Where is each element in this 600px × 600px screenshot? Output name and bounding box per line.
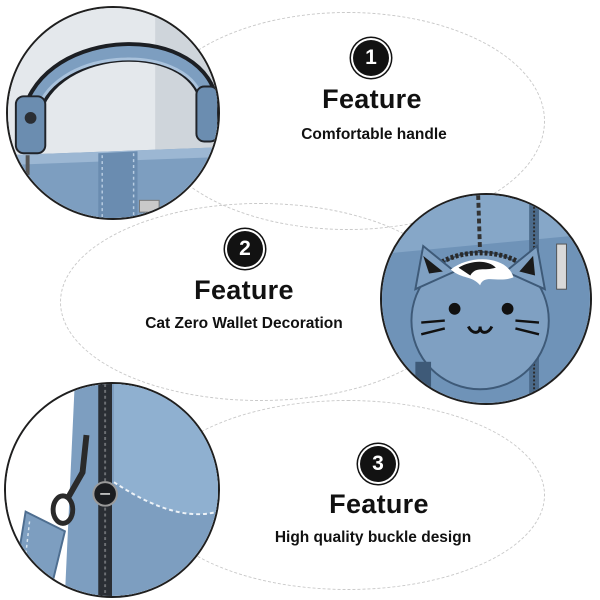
bag-handle-photo-icon <box>8 8 218 218</box>
feature-3-title: Feature <box>329 489 429 519</box>
feature-2-subtitle: Cat Zero Wallet Decoration <box>145 315 343 332</box>
feature-1-number-badge: 1 <box>353 40 389 76</box>
feature-2-number-badge: 2 <box>227 231 263 267</box>
feature-2-title: Feature <box>194 275 294 305</box>
feature-3-photo <box>4 382 220 598</box>
feature-1-title: Feature <box>322 84 422 114</box>
cat-coin-wallet-photo-icon <box>382 195 590 403</box>
buckle-clasp-photo-icon <box>6 384 218 596</box>
feature-3-subtitle: High quality buckle design <box>274 529 472 546</box>
feature-2-photo <box>380 193 592 405</box>
feature-1-photo <box>6 6 220 220</box>
feature-1-subtitle: Comfortable handle <box>301 126 447 143</box>
feature-3-number-badge: 3 <box>360 446 396 482</box>
